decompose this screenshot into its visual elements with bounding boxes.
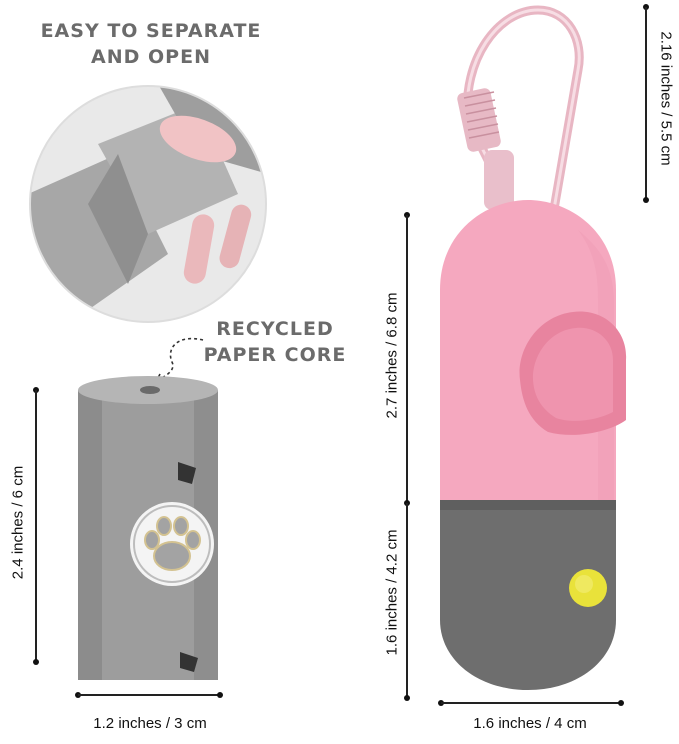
paw-print-icon [128, 500, 216, 588]
separate-bags-photo [28, 84, 268, 324]
easy-separate-heading: EASY TO SEPARATE AND OPEN [20, 18, 282, 70]
bottom-height-line [406, 503, 408, 698]
bottom-height-dot-bottom [404, 695, 410, 701]
easy-separate-line2: AND OPEN [91, 46, 211, 68]
top-height-line [406, 215, 408, 503]
dispenser-width-dot-right [618, 700, 624, 706]
carabiner-dot-bottom [643, 197, 649, 203]
roll-width-line [78, 694, 220, 696]
dispenser-width-line [441, 702, 621, 704]
dispenser-width-label: 1.6 inches / 4 cm [473, 715, 587, 732]
easy-separate-line1: EASY TO SEPARATE [40, 20, 262, 42]
top-height-label: 2.7 inches / 6.8 cm [383, 292, 401, 419]
roll-height-dot-bottom [33, 659, 39, 665]
roll-height-label: 2.4 inches / 6 cm [9, 465, 27, 580]
roll-width-dot-right [217, 692, 223, 698]
recycled-core-heading: RECYCLED PAPER CORE [196, 316, 354, 368]
roll-width-label: 1.2 inches / 3 cm [93, 715, 207, 732]
bottom-height-label: 1.6 inches / 4.2 cm [383, 529, 401, 656]
recycled-line1: RECYCLED [216, 318, 334, 340]
recycled-line2: PAPER CORE [203, 344, 347, 366]
bag-dispenser [428, 0, 628, 700]
carabiner-height-label: 2.16 inches / 5.5 cm [657, 31, 675, 166]
roll-height-line [35, 390, 37, 662]
carabiner-height-line [645, 7, 647, 199]
